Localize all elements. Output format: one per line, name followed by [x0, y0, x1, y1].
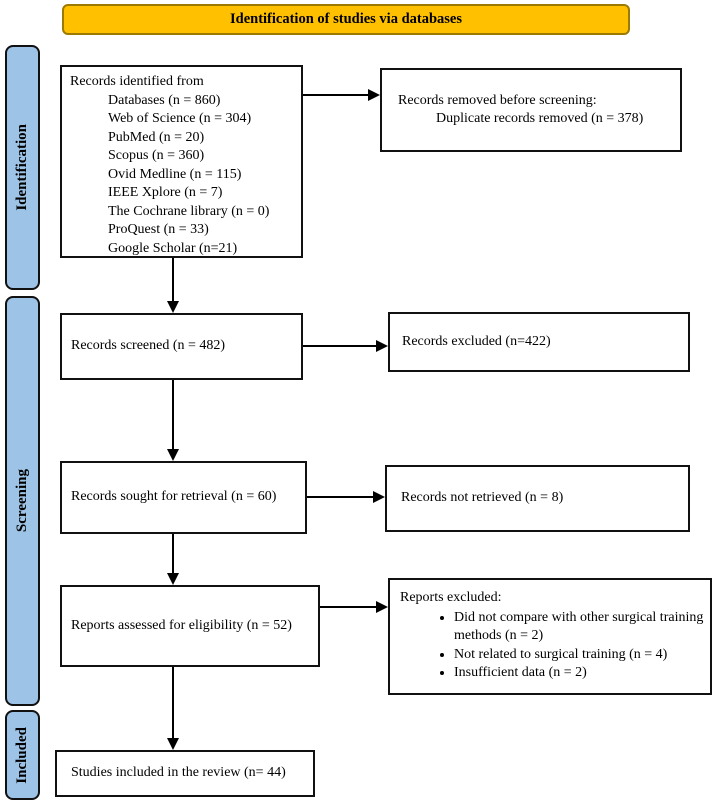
stage-bar-included: Included [5, 710, 40, 800]
records-screened-label: Records screened (n = 482) [71, 338, 226, 354]
stage-bar-identification: Identification [5, 45, 40, 290]
records-sought-box: Records sought for retrieval (n = 60) [60, 461, 307, 534]
reports-excluded-box: Reports excluded: Did not compare with o… [388, 578, 712, 695]
reports-assessed-label: Reports assessed for eligibility (n = 52… [71, 617, 292, 633]
studies-included-label: Studies included in the review (n= 44) [71, 765, 286, 781]
records-identified-item: Ovid Medline (n = 115) [108, 166, 242, 182]
stage-label-included: Included [14, 726, 30, 784]
reports-excluded-bullet-list: Did not compare with other surgical trai… [400, 609, 704, 683]
diagram-title-banner: Identification of studies via databases [62, 4, 630, 35]
records-identified-item: Databases (n = 860) [108, 92, 221, 108]
reports-assessed-box: Reports assessed for eligibility (n = 52… [60, 585, 320, 667]
records-excluded-label: Records excluded (n=422) [402, 333, 551, 349]
records-identified-item: Scopus (n = 360) [108, 148, 205, 163]
records-identified-item: Google Scholar (n=21) [108, 240, 238, 256]
records-sought-label: Records sought for retrieval (n = 60) [71, 489, 277, 505]
reports-excluded-title: Reports excluded: [400, 590, 502, 605]
records-removed-item: Duplicate records removed (n = 378) [436, 111, 644, 126]
records-identified-item: Web of Science (n = 304) [108, 111, 252, 126]
records-screened-box: Records screened (n = 482) [60, 313, 303, 380]
records-identified-item: IEEE Xplore (n = 7) [108, 185, 223, 200]
records-identified-item: PubMed (n = 20) [108, 129, 205, 145]
records-not-retrieved-box: Records not retrieved (n = 8) [385, 465, 690, 532]
reports-excluded-bullet: Not related to surgical training (n = 4) [454, 646, 704, 665]
records-identified-item: ProQuest (n = 33) [108, 222, 209, 237]
records-excluded-box: Records excluded (n=422) [388, 312, 690, 372]
records-identified-item: The Cochrane library (n = 0) [108, 203, 270, 219]
stage-label-screening: Screening [14, 469, 30, 533]
records-identified-title: Records identified from [70, 74, 204, 89]
stage-label-identification: Identification [14, 124, 30, 211]
records-removed-box: Records removed before screening: Duplic… [380, 68, 682, 152]
records-identified-box: Records identified from Databases (n = 8… [60, 65, 303, 258]
reports-excluded-bullet: Insufficient data (n = 2) [454, 664, 704, 683]
records-removed-title: Records removed before screening: [398, 92, 597, 108]
studies-included-box: Studies included in the review (n= 44) [55, 750, 315, 797]
stage-bar-screening: Screening [5, 296, 40, 706]
reports-excluded-bullet: Did not compare with other surgical trai… [454, 609, 704, 646]
diagram-title: Identification of studies via databases [229, 11, 463, 27]
records-not-retrieved-label: Records not retrieved (n = 8) [401, 490, 564, 506]
